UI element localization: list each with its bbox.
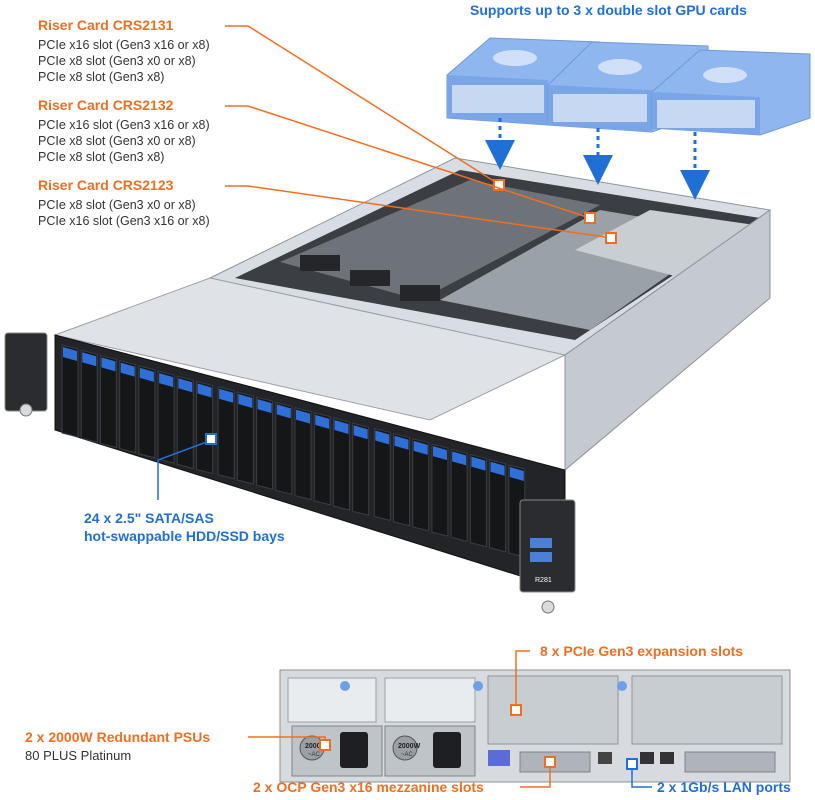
- drive-tray: [332, 417, 350, 511]
- riser-spec: PCIe x8 slot (Gen3 x0 or x8): [38, 54, 196, 68]
- drive-tray-latch: [257, 399, 272, 414]
- drive-tray: [80, 349, 98, 443]
- riser-card-title: Riser Card CRS2132: [38, 97, 174, 113]
- drive-bay-marker: [205, 433, 217, 445]
- drive-tray-latch: [63, 347, 77, 361]
- drive-tray: [61, 344, 79, 438]
- drive-tray: [450, 448, 468, 542]
- drive-tray: [217, 386, 235, 480]
- left-rack-ear: [4, 332, 48, 412]
- drive-bay-callout: hot-swappable HDD/SSD bays: [84, 528, 285, 544]
- drive-bay-callout: 24 x 2.5" SATA/SAS: [84, 510, 214, 526]
- drive-tray-latch: [82, 352, 97, 367]
- drive-tray-latch: [101, 357, 116, 372]
- drive-tray-latch: [490, 461, 505, 476]
- drive-tray: [431, 443, 449, 537]
- drive-tray: [157, 370, 175, 464]
- right-thumbscrew: [541, 600, 555, 614]
- riser1-leader: [225, 25, 501, 186]
- left-thumbscrew: [19, 403, 33, 417]
- riser-spec: PCIe x8 slot (Gen3 x0 or x8): [38, 134, 196, 148]
- drive-tray-latch: [219, 388, 234, 403]
- drive-tray: [176, 375, 194, 469]
- drive-tray: [373, 427, 391, 522]
- riser1-marker: [493, 179, 505, 191]
- drive-bay-leader: [157, 439, 213, 500]
- drive-tray: [294, 406, 312, 501]
- gpu-card: [651, 49, 811, 136]
- drive-tray-latch: [375, 430, 390, 445]
- rear-panel: [279, 669, 791, 783]
- ocp-callout: 2 x OCP Gen3 x16 mezzanine slots: [253, 779, 484, 795]
- drive-tray: [99, 354, 117, 449]
- psu-sub-label: ~AC: [308, 752, 321, 758]
- drive-tray: [313, 412, 331, 506]
- drive-tray-latch: [452, 451, 467, 466]
- riser-card-title: Riser Card CRS2131: [38, 17, 174, 33]
- drive-tray: [412, 438, 430, 532]
- gpu-support-callout: Supports up to 3 x double slot GPU cards: [470, 2, 747, 18]
- drive-tray: [469, 453, 487, 548]
- drive-tray: [196, 380, 214, 475]
- drive-tray-latch: [120, 362, 135, 377]
- drive-tray-latch: [315, 414, 330, 429]
- expansion-leader: [515, 650, 530, 710]
- riser-spec: PCIe x16 slot (Gen3 x16 or x8): [38, 118, 210, 132]
- riser3-leader: [225, 185, 613, 239]
- psu-efficiency: 80 PLUS Platinum: [25, 748, 132, 763]
- psu-callout: 2 x 2000W Redundant PSUs: [25, 729, 211, 745]
- drive-tray-latch: [178, 378, 193, 393]
- riser2-leader: [225, 105, 591, 219]
- drive-tray-latch: [296, 409, 311, 424]
- drive-tray-latch: [353, 425, 368, 440]
- drive-tray-latch: [276, 404, 291, 419]
- drive-tray-latch: [509, 467, 524, 481]
- psu-label: 2000W: [398, 743, 421, 750]
- riser-spec: PCIe x16 slot (Gen3 x16 or x8): [38, 38, 210, 52]
- drive-tray: [489, 459, 507, 553]
- psu-label: 2000W: [305, 743, 328, 750]
- riser-spec: PCIe x8 slot (Gen3 x8): [38, 70, 165, 84]
- lan-marker: [626, 758, 638, 770]
- drive-tray-latch: [159, 373, 174, 388]
- drive-tray: [352, 422, 370, 516]
- riser-spec: PCIe x8 slot (Gen3 x0 or x8): [38, 198, 196, 212]
- drive-tray: [236, 391, 254, 485]
- drive-tray-latch: [432, 446, 447, 461]
- riser3-marker: [605, 232, 617, 244]
- drive-tray-latch: [471, 456, 486, 471]
- riser-spec: PCIe x16 slot (Gen3 x16 or x8): [38, 214, 210, 228]
- drive-tray-latch: [413, 440, 428, 455]
- drive-tray-latch: [334, 420, 349, 435]
- front-panel-model: R281: [535, 577, 552, 584]
- expansion-marker: [510, 704, 522, 716]
- drive-tray-latch: [139, 367, 154, 382]
- drive-tray-latch: [197, 383, 212, 398]
- ocp-marker: [544, 756, 556, 768]
- drive-tray: [392, 433, 410, 527]
- expansion-slots-callout: 8 x PCIe Gen3 expansion slots: [540, 643, 744, 659]
- psu-marker: [319, 739, 331, 751]
- drive-tray-latch: [238, 393, 253, 408]
- drive-tray-latch: [394, 435, 409, 450]
- usb-port: [530, 538, 552, 548]
- psu-sub-label: ~AC: [401, 752, 414, 758]
- usb-port: [530, 552, 552, 562]
- ocp-leader: [520, 762, 551, 788]
- lan-callout: 2 x 1Gb/s LAN ports: [657, 779, 791, 795]
- drive-tray: [256, 396, 274, 490]
- riser-card-title: Riser Card CRS2123: [38, 177, 174, 193]
- lan-leader: [631, 764, 652, 788]
- drive-tray: [275, 401, 293, 496]
- drive-tray: [119, 360, 137, 454]
- drive-tray: [138, 365, 156, 459]
- riser2-marker: [584, 212, 596, 224]
- riser-spec: PCIe x8 slot (Gen3 x8): [38, 150, 165, 164]
